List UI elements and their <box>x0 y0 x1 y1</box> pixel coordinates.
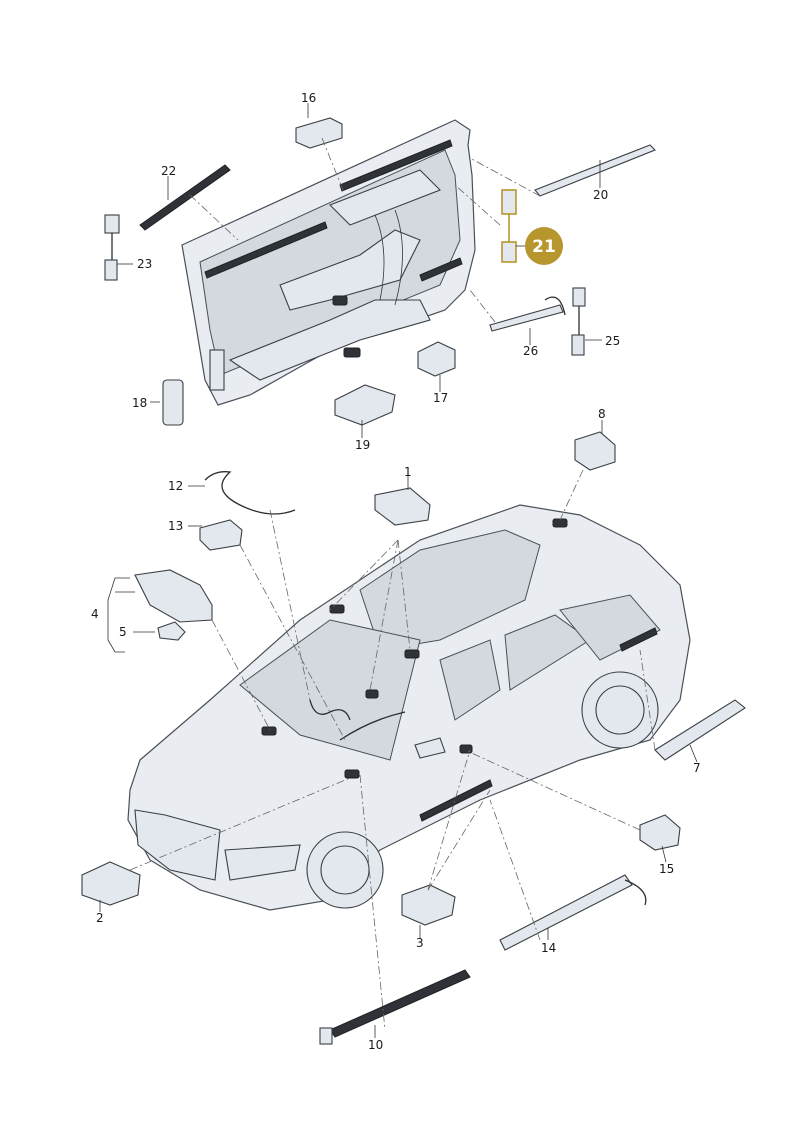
part-2-lamp <box>81 861 141 906</box>
leader-lines <box>99 103 698 1038</box>
label-17: 17 <box>433 391 448 405</box>
guide-lines <box>129 137 656 1031</box>
door-trim-panel <box>181 119 476 406</box>
label-12: 12 <box>168 479 183 493</box>
part-15-lamp <box>639 814 681 851</box>
label-13: 13 <box>168 519 183 533</box>
callout-21-label: 21 <box>532 237 556 257</box>
callout-21-badge <box>525 227 563 265</box>
part-17-switch <box>417 341 456 377</box>
part-26-strip <box>489 304 564 332</box>
part-25-connector-bottom <box>571 334 585 356</box>
part-25-connector-top <box>572 287 586 307</box>
part-21-light-bottom <box>501 241 517 263</box>
part-7-sill-light <box>654 699 746 761</box>
part-labels: 16 22 23 20 26 25 17 18 19 8 12 13 1 4 5… <box>91 91 701 1052</box>
car-body <box>127 504 691 911</box>
label-15: 15 <box>659 862 674 876</box>
part-5-bulb <box>157 621 186 641</box>
label-4: 4 <box>91 607 99 621</box>
part-21-light-top <box>501 189 517 215</box>
part-10-connector <box>319 1027 333 1045</box>
part-22-light-strip <box>139 164 231 231</box>
part-18-panel <box>162 379 184 426</box>
label-16: 16 <box>301 91 316 105</box>
label-18: 18 <box>132 396 147 410</box>
label-5: 5 <box>119 625 127 639</box>
label-20: 20 <box>593 188 608 202</box>
label-23: 23 <box>137 257 152 271</box>
part-8-lamp <box>574 431 616 471</box>
part-20-light-strip <box>534 144 656 197</box>
label-14: 14 <box>541 941 556 955</box>
part-23-connector-bottom <box>104 259 118 281</box>
label-26: 26 <box>523 344 538 358</box>
label-19: 19 <box>355 438 370 452</box>
label-25: 25 <box>605 334 620 348</box>
label-10: 10 <box>368 1038 383 1052</box>
callout-21[interactable]: 21 <box>525 227 563 265</box>
part-19-lamp <box>334 384 396 426</box>
part-4-lamp-housing <box>134 569 213 623</box>
label-1: 1 <box>404 465 412 479</box>
part-1-lamp <box>374 487 431 526</box>
label-8: 8 <box>598 407 606 421</box>
label-2: 2 <box>96 911 104 925</box>
part-14-sill-strip <box>499 874 633 951</box>
part-23-connector-top <box>104 214 120 234</box>
part-10-strip <box>329 969 471 1038</box>
label-22: 22 <box>161 164 176 178</box>
part-16-switch <box>295 117 343 149</box>
label-3: 3 <box>416 936 424 950</box>
label-7: 7 <box>693 761 701 775</box>
part-12-cable <box>204 471 296 515</box>
part-13-connector <box>199 519 243 551</box>
part-3-lamp <box>401 884 456 926</box>
